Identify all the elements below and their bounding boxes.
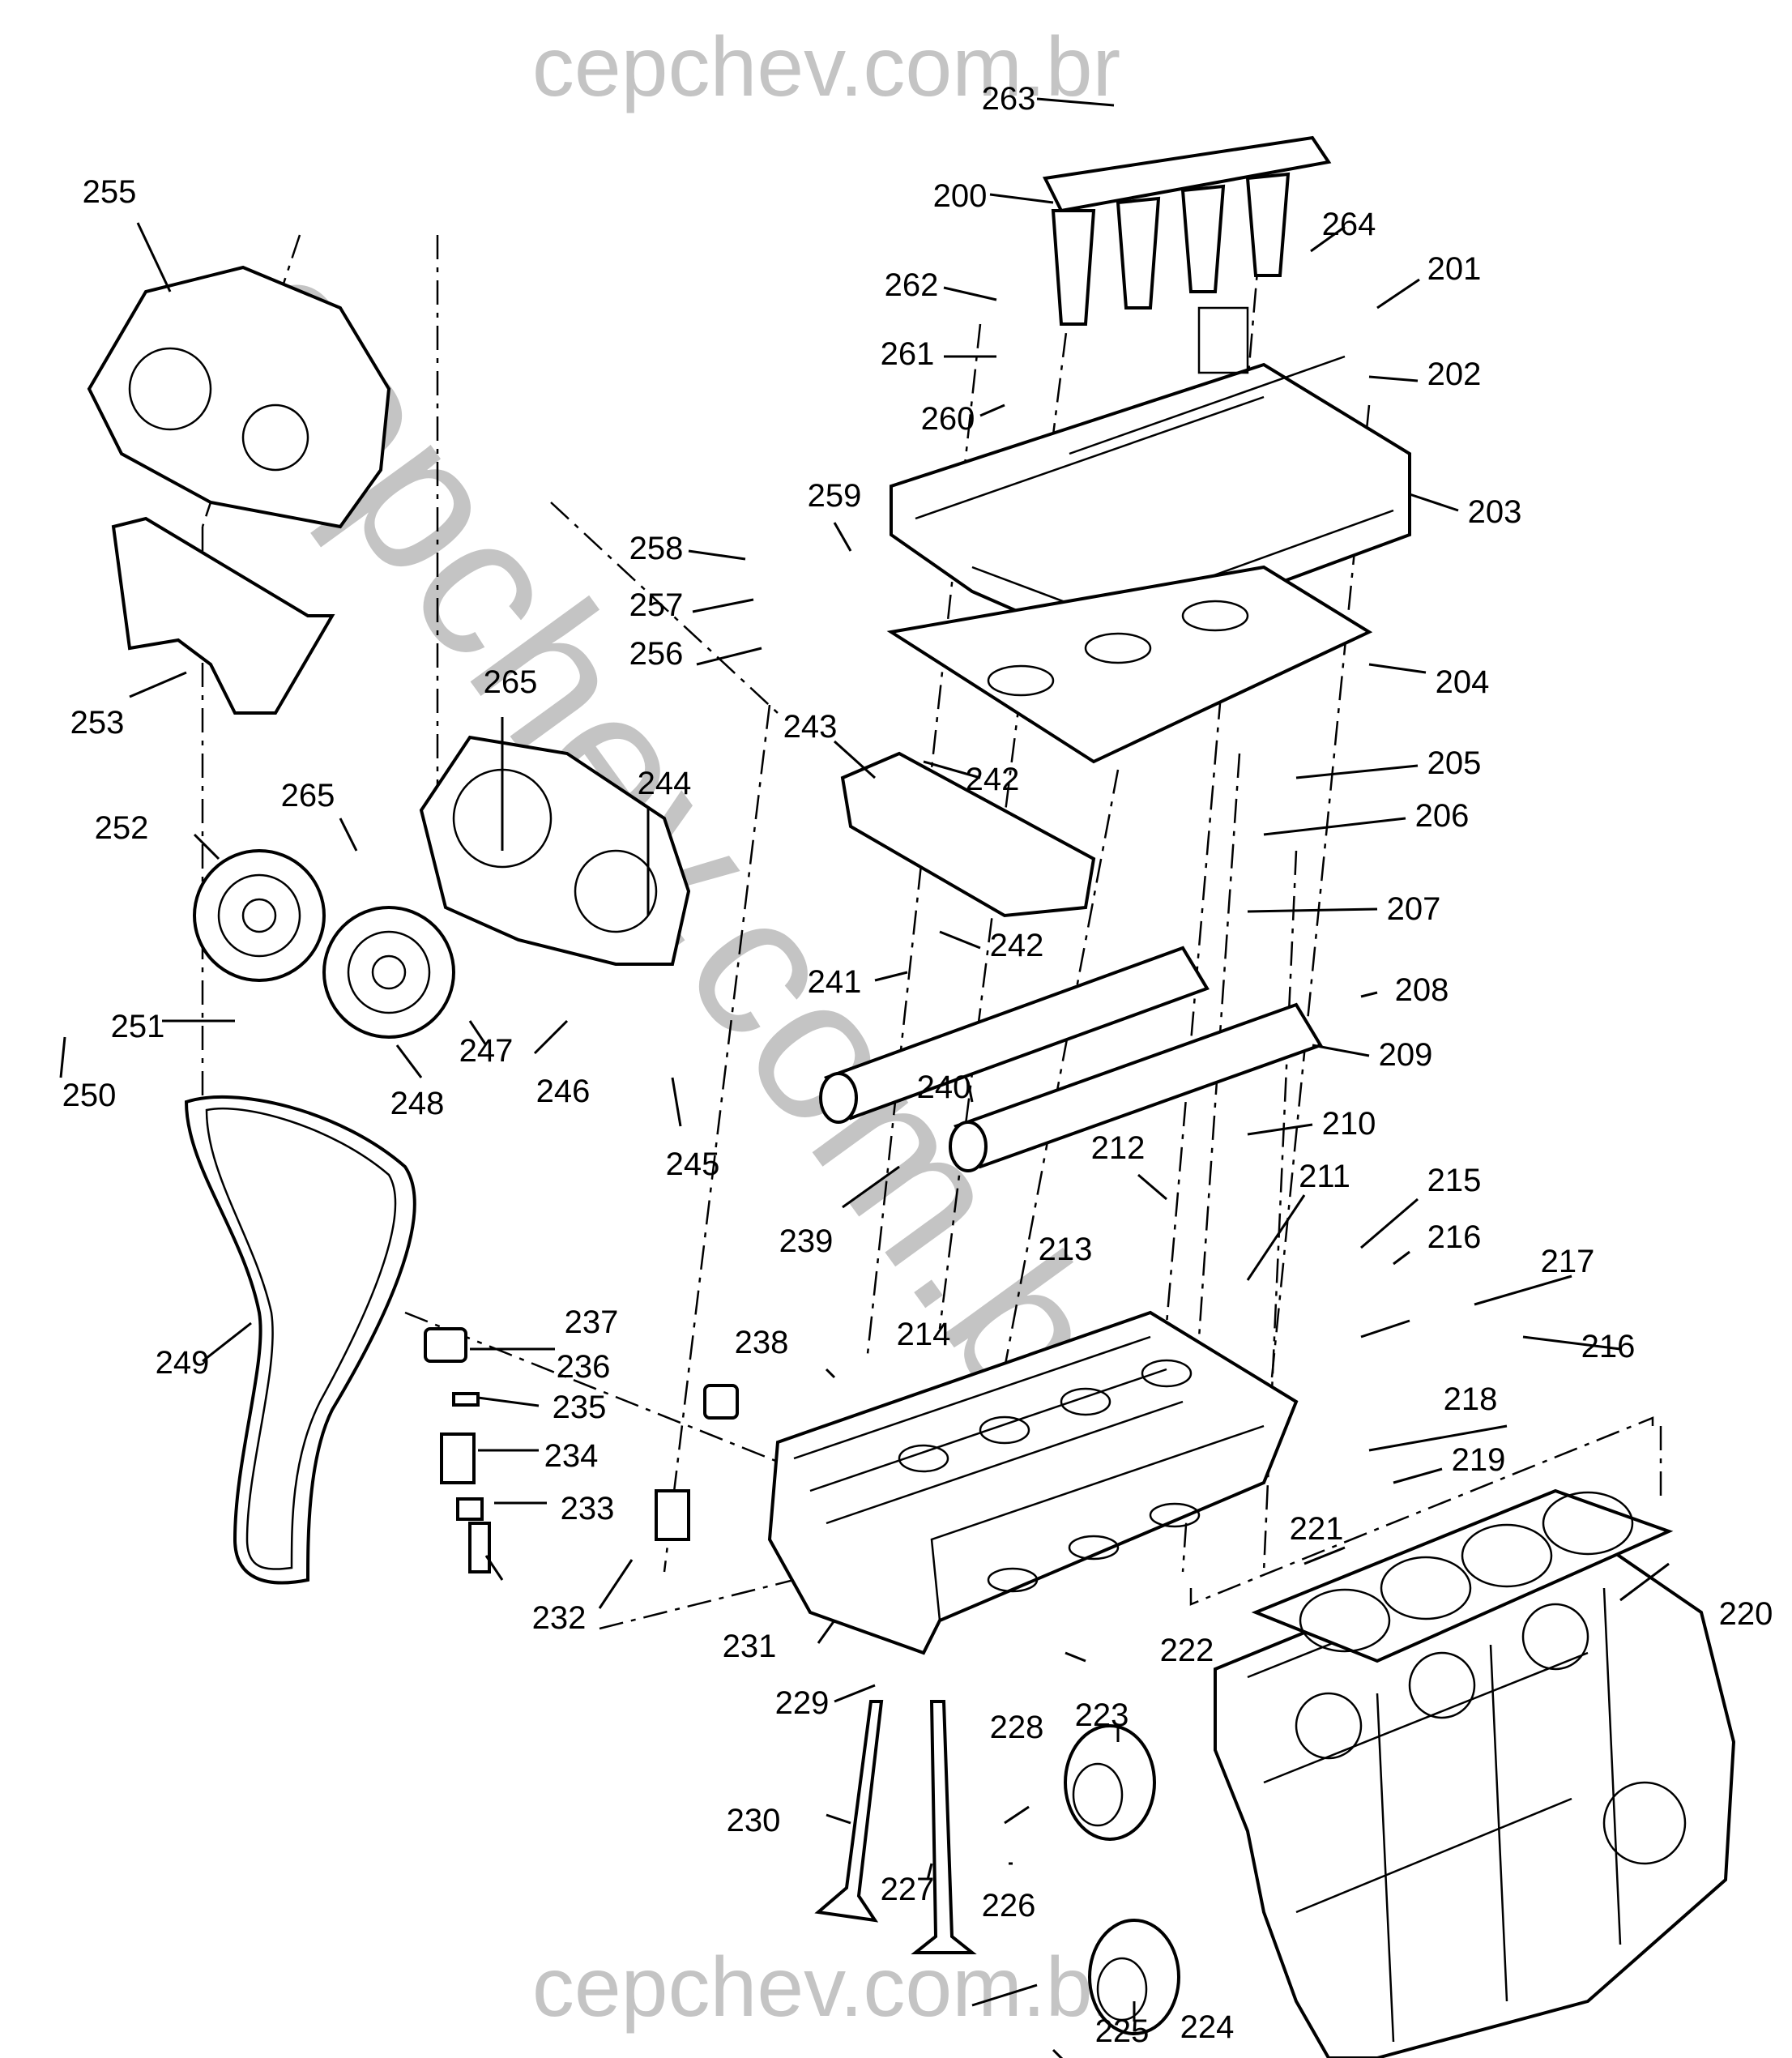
callout-210: 210 [1322,1106,1376,1142]
callout-241: 241 [808,964,862,1000]
callout-239: 239 [779,1223,834,1259]
callout-244: 244 [638,766,692,801]
callout-250: 250 [62,1078,117,1113]
exhaust-sprocket [322,906,455,1039]
callout-labels: 263 200 201 202 203 204 205 206 207 208 … [62,81,1773,2049]
cylinder-head [767,1310,1299,1655]
callout-255: 255 [83,174,137,210]
watermark-top: cepchev.com.br [532,20,1120,114]
rear-timing-cover [419,735,691,966]
callout-216-upper: 216 [1427,1219,1482,1255]
callout-216-lower: 216 [1581,1329,1636,1364]
callout-leaders [59,97,1670,2058]
callout-208: 208 [1395,972,1449,1008]
callout-237: 237 [565,1304,619,1340]
callout-242-lower: 242 [990,928,1044,963]
callout-212: 212 [1091,1130,1146,1166]
callout-260: 260 [921,401,975,437]
callout-202: 202 [1427,357,1482,392]
callout-243: 243 [783,709,838,745]
belt-tensioner [1064,1724,1156,1841]
callout-232: 232 [532,1600,587,1636]
callout-258: 258 [629,531,684,566]
callout-265-lower: 265 [281,778,335,813]
callout-248: 248 [390,1086,445,1121]
callout-215: 215 [1427,1163,1482,1198]
callout-228: 228 [990,1710,1044,1745]
callout-263: 263 [982,81,1036,117]
timing-belt [184,1095,416,1585]
callout-229: 229 [775,1685,830,1721]
camshaft-cover-gasket [886,565,1373,764]
callout-214: 214 [897,1317,951,1352]
intake-sprocket [193,849,326,982]
lower-timing-cover [111,516,335,715]
callout-234: 234 [544,1438,599,1474]
callout-245: 245 [666,1146,720,1182]
head-gasket [1251,1488,1674,1663]
callout-220: 220 [1719,1596,1773,1632]
callout-262: 262 [885,267,939,303]
callout-253: 253 [70,705,125,741]
exhaust-valve [911,1700,977,1954]
callout-261: 261 [881,336,935,372]
callout-204: 204 [1436,664,1490,700]
callout-223: 223 [1075,1697,1129,1733]
callout-224: 224 [1180,2009,1235,2045]
callout-230: 230 [727,1803,781,1838]
callout-252: 252 [95,810,149,846]
callout-200: 200 [933,178,988,214]
exhaust-camshaft [949,1002,1323,1172]
callout-246: 246 [536,1074,591,1109]
ignition-coil [1042,135,1332,326]
callout-213: 213 [1039,1232,1093,1267]
callout-201: 201 [1427,251,1482,287]
valve-train [424,1327,739,1573]
callout-240: 240 [917,1070,971,1105]
callout-217: 217 [1541,1244,1595,1279]
callout-222: 222 [1160,1633,1214,1668]
callout-236: 236 [557,1349,611,1385]
callout-235: 235 [553,1390,607,1425]
intake-valve [814,1700,884,1923]
callout-221: 221 [1290,1511,1344,1547]
callout-209: 209 [1379,1037,1433,1073]
callout-265-upper: 265 [484,664,538,700]
callout-205: 205 [1427,745,1482,781]
front-timing-cover [87,265,391,529]
callout-206: 206 [1415,798,1470,834]
callout-226: 226 [982,1888,1036,1924]
callout-256: 256 [629,636,684,672]
callout-231: 231 [723,1629,777,1664]
callout-238: 238 [735,1325,789,1360]
callout-259: 259 [808,478,862,514]
callout-227: 227 [881,1872,935,1907]
callout-219: 219 [1452,1442,1506,1478]
callout-247: 247 [459,1033,514,1069]
callout-251: 251 [111,1009,165,1044]
callout-218: 218 [1444,1381,1498,1417]
camshaft-bearing-cap [840,751,1096,918]
callout-211: 211 [1299,1159,1350,1194]
callout-207: 207 [1387,891,1441,927]
idler-pulley [1088,1919,1180,2035]
callout-249: 249 [156,1345,210,1381]
callout-225: 225 [1095,2013,1150,2049]
callout-264: 264 [1322,207,1376,242]
callout-242-upper: 242 [966,762,1020,797]
callout-257: 257 [629,587,684,623]
intake-camshaft [819,946,1210,1124]
callout-203: 203 [1468,494,1522,530]
watermark-bottom: cepchev.com.br [532,1941,1120,2035]
callout-233: 233 [561,1491,615,1526]
